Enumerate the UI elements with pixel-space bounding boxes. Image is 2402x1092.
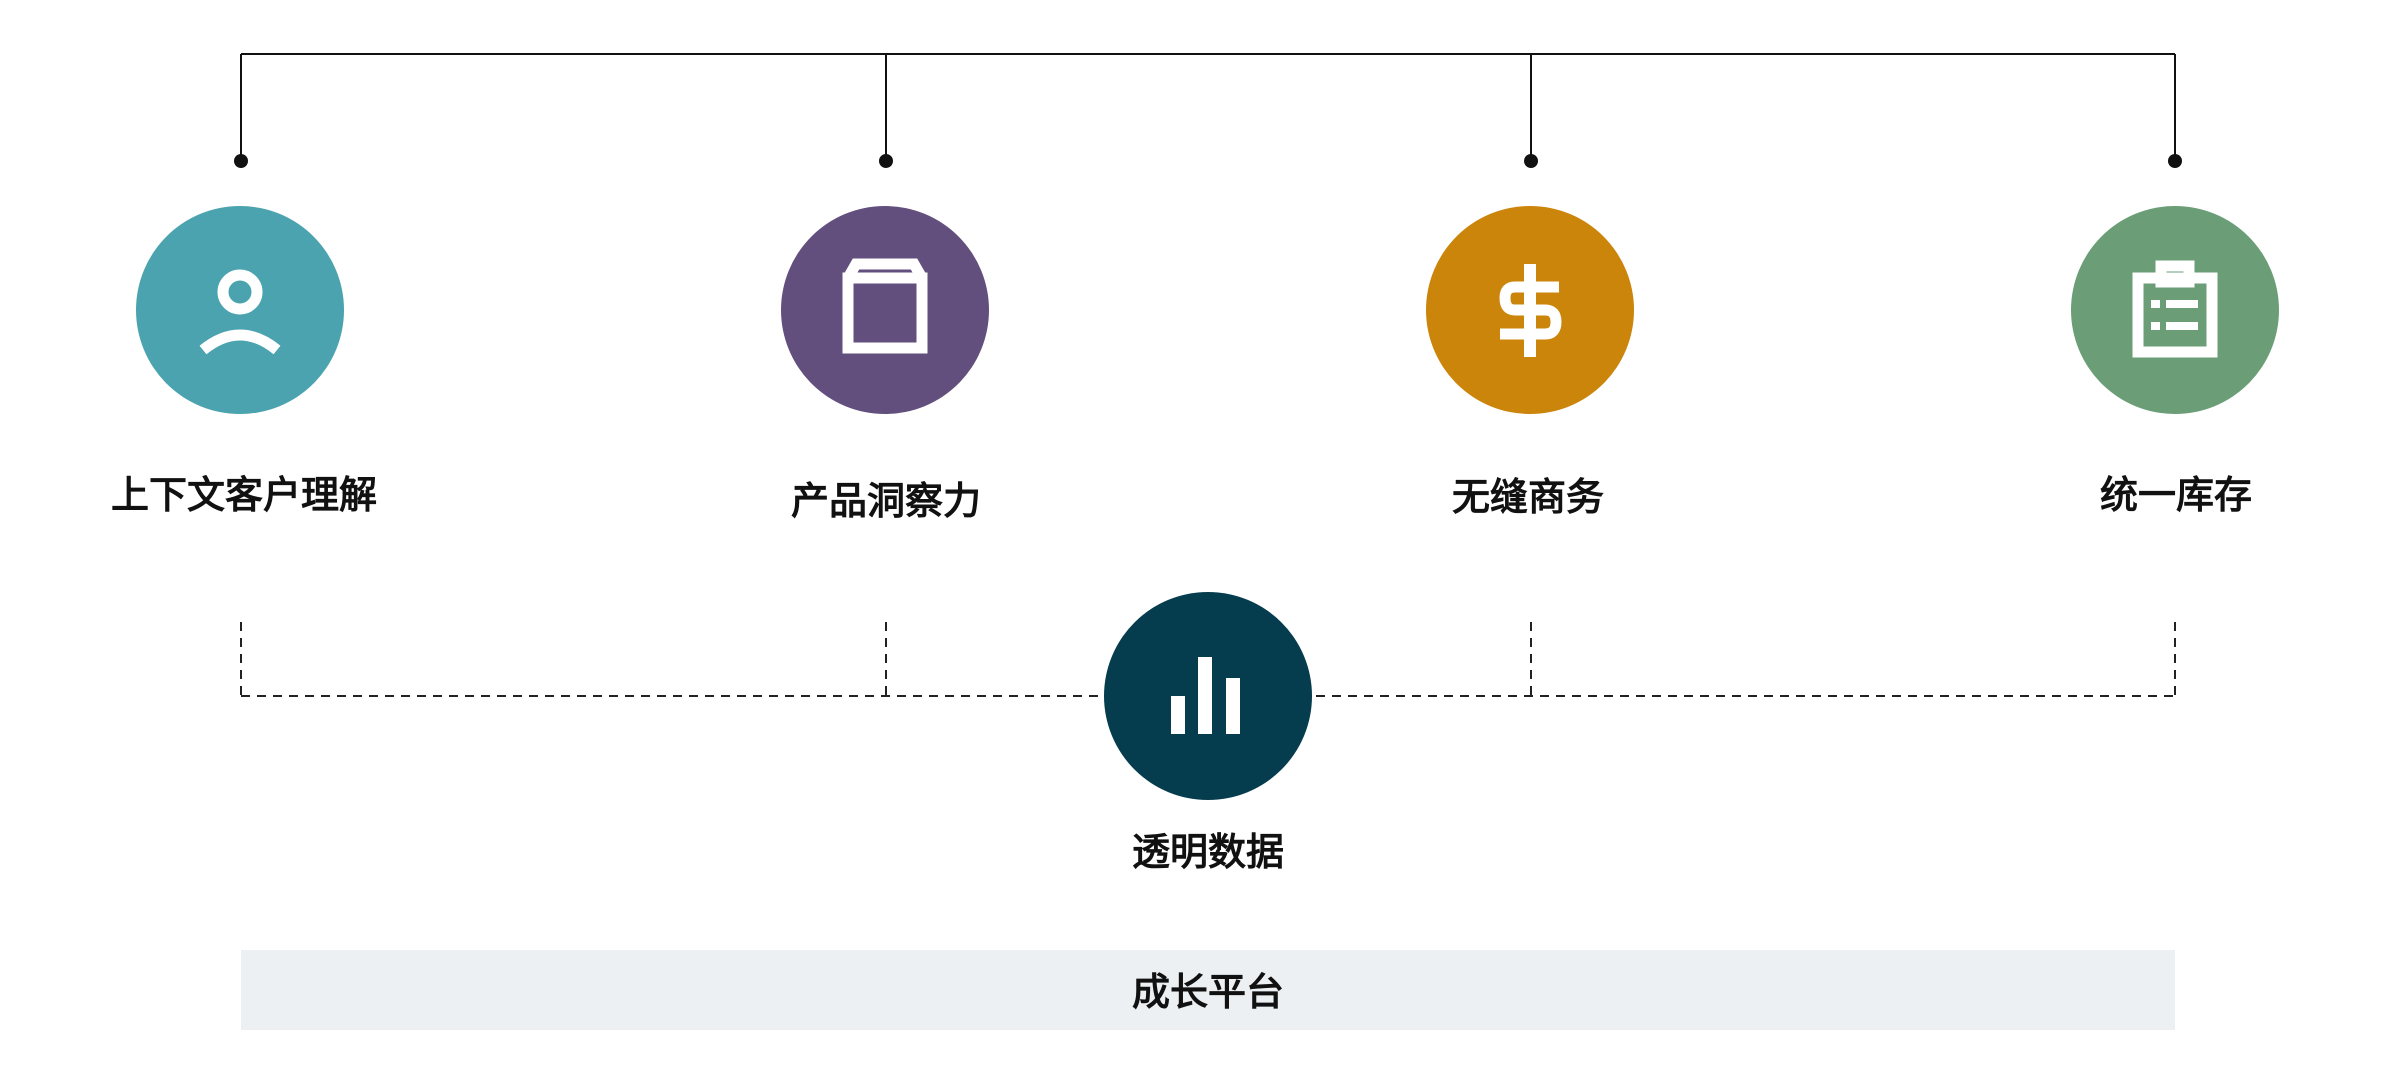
user-icon [199, 269, 281, 355]
pillar-customer-understanding: 上下文客户理解 [111, 206, 377, 517]
connector-dot [234, 154, 248, 168]
dollar-icon [1499, 264, 1562, 357]
pillar-product-insight: 产品洞察力 [781, 206, 989, 523]
connector-dot [1524, 154, 1538, 168]
pillar-label: 统一库存 [2100, 473, 2252, 517]
pillar-unified-inventory: 统一库存 [2071, 206, 2279, 517]
clipboard-icon [2132, 260, 2218, 358]
top-connector [234, 53, 2182, 168]
pillar-seamless-commerce: 无缝商务 [1426, 206, 1634, 519]
dashed-connector [240, 622, 2176, 697]
connector-dot [879, 154, 893, 168]
foundation-transparent-data: 透明数据 [1104, 592, 1312, 874]
connector-dot [2168, 154, 2182, 168]
pillar-label: 上下文客户理解 [111, 473, 377, 517]
box-icon [842, 258, 928, 354]
foundation-label: 透明数据 [1132, 830, 1284, 874]
pillar-label: 产品洞察力 [791, 479, 981, 523]
bar-chart-icon [1171, 657, 1240, 734]
platform-label: 成长平台 [1132, 970, 1284, 1014]
pillar-circle [781, 206, 989, 414]
pillar-label: 无缝商务 [1452, 475, 1604, 519]
growth-platform-bar: 成长平台 [241, 950, 2175, 1030]
pillar-circle [2071, 206, 2279, 414]
